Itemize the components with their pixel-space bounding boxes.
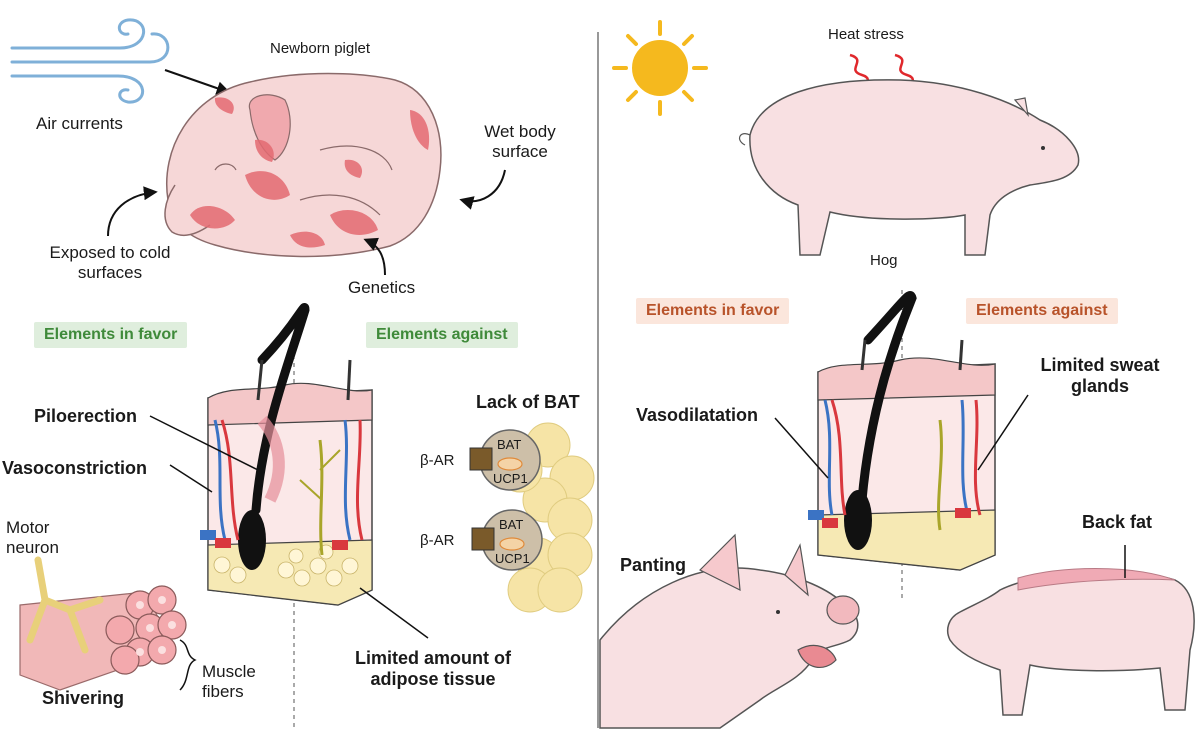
skin-cross-section-left <box>200 303 373 606</box>
motor-neuron-label: Motor neuron <box>6 518 59 557</box>
wet-body-surface-label: Wet body surface <box>484 122 556 161</box>
backfat-pig-illustration <box>947 545 1195 716</box>
skin-cross-section-right <box>808 290 996 571</box>
air-currents-label: Air currents <box>36 114 123 133</box>
bat-label-1: BAT <box>497 437 522 452</box>
exposed-cold-surfaces-label: Exposed to cold surfaces <box>49 243 171 282</box>
hog-label: Hog <box>870 252 898 269</box>
muscle-fibers-label: Muscle fibers <box>202 662 256 701</box>
right-against-badge: Elements against <box>966 298 1118 324</box>
limited-sweat-glands-label: Limited sweat glands <box>1040 355 1160 396</box>
genetics-arrow <box>363 237 386 276</box>
muscle-fibers-illustration <box>19 556 197 691</box>
left-against-badge: Elements against <box>366 322 518 348</box>
hog-illustration <box>738 79 1080 256</box>
piloerection-label: Piloerection <box>34 406 138 426</box>
genetics-label: Genetics <box>348 278 416 297</box>
panting-label: Panting <box>620 555 686 575</box>
air-arrow <box>164 69 231 95</box>
left-in-favor-badge: Elements in favor <box>34 322 188 348</box>
wet-surface-arrow <box>459 169 506 210</box>
panting-pig-illustration <box>599 533 860 729</box>
ucp1-label-1: UCP1 <box>493 471 528 486</box>
bat-label-2: BAT <box>499 517 524 532</box>
adipose-leader <box>359 587 429 639</box>
vasodilatation-label: Vasodilatation <box>636 405 759 425</box>
sun-icon <box>612 20 708 116</box>
right-in-favor-badge: Elements in favor <box>636 298 790 324</box>
heat-stress-label: Heat stress <box>828 26 904 43</box>
shivering-label: Shivering <box>42 688 125 708</box>
beta-ar-label-2: β-AR <box>420 532 455 549</box>
ucp1-label-2: UCP1 <box>495 551 530 566</box>
piloerection-leader <box>149 415 259 471</box>
vasoconstriction-leader <box>169 464 213 493</box>
sweat-leader <box>977 394 1029 471</box>
limited-adipose-label: Limited amount of adipose tissue <box>355 648 511 689</box>
wind-icon <box>10 18 170 104</box>
vasoconstriction-label: Vasoconstriction <box>2 458 148 478</box>
back-fat-label: Back fat <box>1082 512 1153 532</box>
vasodilatation-leader <box>774 417 829 479</box>
bat-cluster <box>469 422 595 613</box>
beta-ar-label-1: β-AR <box>420 452 455 469</box>
newborn-piglet-illustration <box>164 72 442 258</box>
cold-surface-arrow <box>107 186 158 237</box>
lack-of-bat-label: Lack of BAT <box>476 392 580 412</box>
newborn-piglet-label: Newborn piglet <box>270 40 371 57</box>
